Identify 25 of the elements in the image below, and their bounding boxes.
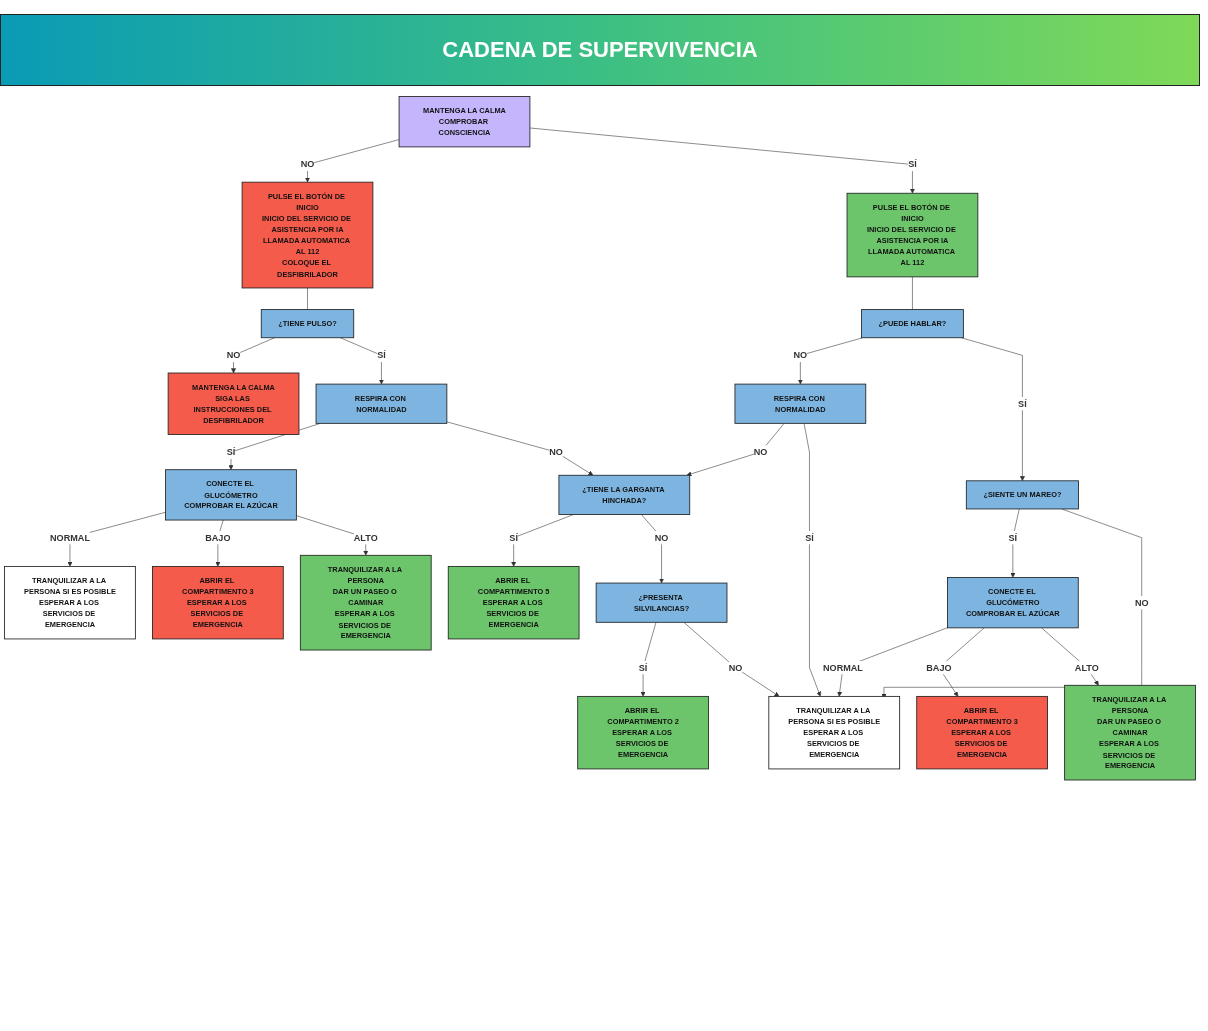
- edge-label: NO: [549, 446, 563, 457]
- connector: [912, 276, 913, 310]
- edge-label: NORMAL: [822, 662, 863, 673]
- edge-label: ALTO: [1074, 662, 1099, 673]
- edge-label: BAJO: [205, 532, 231, 543]
- connector: [307, 287, 308, 310]
- edge-label: NO: [654, 532, 669, 543]
- edge-label: SÍ: [908, 159, 917, 170]
- edge-label: SÍ: [377, 350, 386, 360]
- edge-label: NO: [793, 350, 808, 360]
- edge-label: SÍ: [226, 446, 236, 457]
- edge-label: NO: [728, 662, 743, 673]
- edge-label: NO: [1134, 597, 1149, 608]
- edge-label: NO: [226, 350, 241, 360]
- title: CADENA DE SUPERVIVENCIA: [442, 37, 758, 63]
- edge-label: SÍ: [509, 532, 518, 543]
- edge-label: NO: [753, 446, 768, 457]
- edge-label: SÍ: [1018, 398, 1027, 409]
- edge-label: SÍ: [805, 532, 814, 543]
- edge-label: NORMAL: [50, 532, 90, 543]
- edge-label: SÍ: [638, 662, 648, 673]
- edge-label: SÍ: [1008, 532, 1018, 543]
- edge-label: ALTO: [353, 532, 378, 543]
- edge-label: BAJO: [926, 662, 952, 673]
- edge-label: NO: [300, 159, 315, 170]
